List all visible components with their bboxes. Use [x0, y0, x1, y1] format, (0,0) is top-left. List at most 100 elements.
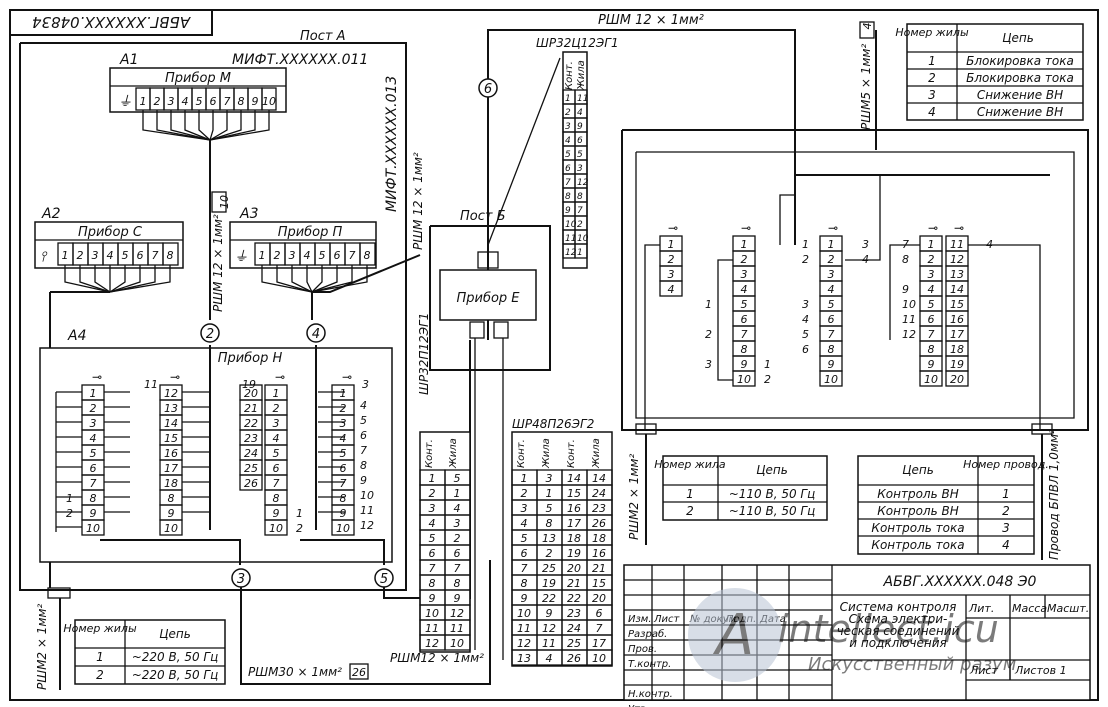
conn3-val: 19 [542, 577, 556, 590]
strip-r4-right-pin: 15 [950, 298, 964, 311]
device-c-pin-label: 8 [167, 249, 174, 262]
conn3-val: 3 [546, 472, 553, 485]
wire-r1 [644, 244, 660, 430]
strip-h4-cell [331, 519, 355, 536]
tb-row-label: Н.контр. [628, 689, 673, 700]
strip-r3-left: 4 [802, 313, 809, 326]
strip-r1-pin: 2 [668, 253, 675, 266]
bl-h0: Номер жилы [63, 622, 137, 635]
device-c-lead [109, 265, 171, 293]
strip-r2-right: 2 [764, 373, 771, 386]
device-c-pin-label: 2 [77, 249, 84, 262]
conn3-val: 13 [542, 532, 556, 545]
conn3-val: 5 [546, 502, 553, 515]
a1-code: МИФТ.XXXXXX.011 [232, 52, 368, 68]
post-a-frame [19, 42, 407, 591]
device-p-pin-label: 5 [319, 249, 326, 262]
tb-mass: Масса [1012, 602, 1047, 615]
strip-h3-left: 20 [244, 387, 258, 400]
strip-r3-pin: 10 [824, 373, 838, 386]
strip-h2-pin: 10 [164, 522, 178, 535]
strip-r3-pin: 7 [828, 328, 835, 341]
strip-h3-left: 21 [244, 402, 258, 415]
strip-h1-head-icon: ⊸ [92, 370, 102, 384]
strip-r4-right-pin: 20 [950, 373, 964, 386]
right-outer-frame [621, 129, 1089, 431]
device-m-pin-label: 7 [224, 95, 231, 108]
device-c-lead [109, 265, 156, 293]
ground-icon: ⏚ [234, 249, 248, 265]
conn3-val: 20 [592, 592, 606, 605]
conn2-cell [444, 634, 471, 651]
ml-h0: Номер жила [654, 458, 726, 471]
conn2-k: 9 [429, 592, 436, 605]
strip-h1-pin: 6 [90, 462, 97, 475]
strip-r2-pin: 3 [741, 268, 748, 281]
strip-r4-lnum: 10 [902, 298, 916, 311]
strip-r4-right-head-icon: ⊸ [954, 221, 964, 235]
conn3-val: 2 [521, 487, 528, 500]
wire-r4-bus [889, 244, 920, 340]
strip-r1-head-icon: ⊸ [668, 221, 678, 235]
conn3-val: 11 [542, 637, 556, 650]
device-c-lead [64, 265, 111, 293]
conn3-val: 8 [521, 577, 528, 590]
conn2-z: 2 [454, 532, 461, 545]
strip-h4-right: 8 [360, 459, 367, 472]
wire-to-node5 [300, 539, 385, 565]
device-c-pin-label: 3 [92, 249, 99, 262]
conn3-val: 22 [542, 592, 556, 605]
device-c-pin-label: 7 [152, 249, 159, 262]
stamp-box [9, 9, 213, 36]
ml-num: 2 [686, 504, 694, 518]
conn3-val: 22 [567, 592, 581, 605]
device-m-pin-label: 5 [196, 95, 203, 108]
conn3-val: 24 [592, 487, 606, 500]
conn2-z: 10 [450, 637, 464, 650]
conn1-z: 11 [577, 94, 588, 104]
device-p-pin-label: 1 [259, 249, 266, 262]
wire-r2-bus [717, 259, 733, 381]
strip-h3-left: 23 [244, 432, 258, 445]
device-m-lead [184, 110, 211, 141]
conn3-val: 10 [517, 607, 531, 620]
strip-h2-pin: 18 [164, 477, 178, 490]
strip-h1-pin: 8 [90, 492, 97, 505]
mr-num: 4 [1002, 538, 1010, 552]
strip-r4-left-pin: 3 [928, 268, 935, 281]
cable-right-mid: РШМ2 × 1мм² [627, 454, 641, 540]
conn2-k: 11 [425, 622, 439, 635]
strip-h2-pin: 13 [164, 402, 178, 415]
strip-h2-pin: 16 [164, 447, 178, 460]
device-m-pin-label: 4 [182, 95, 189, 108]
device-e-socket2 [493, 321, 509, 339]
strip-r3-left: 5 [802, 328, 809, 341]
node-4 [306, 323, 326, 343]
device-p-lead [311, 265, 368, 293]
strip-h4-head-icon: ⊸ [342, 370, 352, 384]
strip-h4-top: 3 [362, 378, 369, 391]
strip-h4-right: 9 [360, 474, 367, 487]
strip-r2-left: 3 [705, 358, 712, 371]
conn2-z: 12 [450, 607, 464, 620]
strip-r4-left-pin: 1 [928, 238, 935, 251]
post-b-frame [429, 225, 551, 371]
conn1-h0: Конт. [564, 61, 575, 90]
top-right-table [906, 23, 1084, 121]
strip-h1-ext: 1 [66, 492, 73, 505]
mid-right-table [857, 455, 1035, 555]
mr-circuit: Контроль ВН [877, 504, 958, 518]
strip-h3-pin: 3 [273, 417, 280, 430]
conn2-k: 4 [429, 517, 436, 530]
conn1-z: 12 [577, 178, 589, 188]
cable-p-h: РШМ 12 × 1мм² [411, 152, 425, 250]
strip-r3-pin: 1 [828, 238, 835, 251]
conn3-val: 1 [521, 472, 528, 485]
conn3-h1: Жила [541, 438, 552, 469]
strip-r2-pin: 4 [741, 283, 748, 296]
mr-num: 1 [1002, 487, 1010, 501]
strip-h1-pin: 10 [86, 522, 100, 535]
bl-h1: Цепь [159, 627, 191, 641]
strip-r3-pin: 5 [828, 298, 835, 311]
